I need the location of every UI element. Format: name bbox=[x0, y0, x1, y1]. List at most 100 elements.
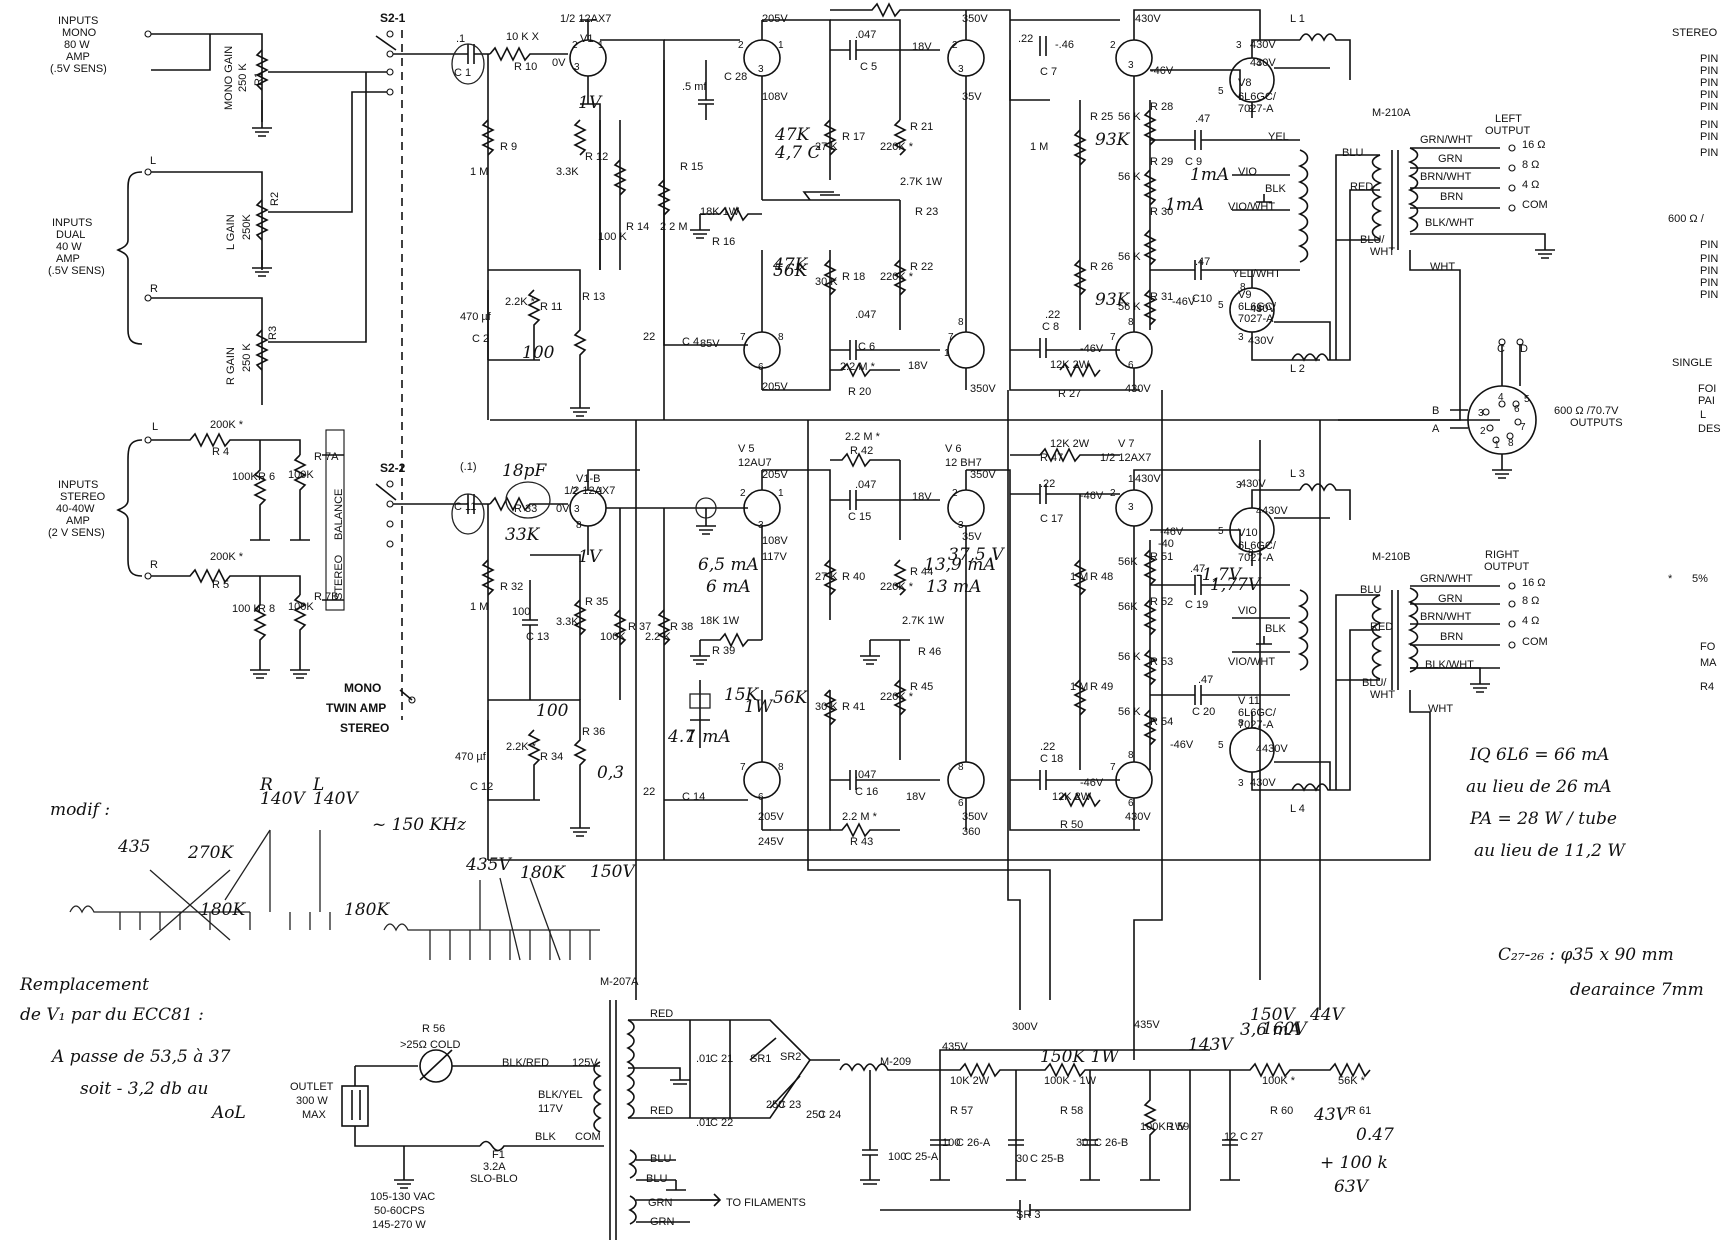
component-label: COM bbox=[1522, 199, 1548, 211]
svg-text:(2 V SENS): (2 V SENS) bbox=[48, 527, 105, 539]
component-label: 1/2 12AX7 bbox=[564, 485, 615, 497]
handwritten-annotation: 270K bbox=[187, 843, 234, 863]
component-label: R 23 bbox=[915, 206, 938, 218]
truncated-note: PIN bbox=[1700, 147, 1718, 159]
truncated-note: R4 bbox=[1700, 681, 1714, 693]
handwritten-annotation: 1,77V bbox=[1210, 575, 1262, 595]
output-socket-600ohm[interactable]: C D B A 4 3 6 2 7 8 1 5 600 Ω /70.7V OUT… bbox=[1432, 338, 1623, 479]
pin-number: 5 bbox=[1218, 740, 1224, 751]
power-supply-label: BLU bbox=[650, 1153, 671, 1165]
component-label: 10 K X bbox=[506, 31, 540, 43]
pin-number: 3 bbox=[958, 520, 964, 531]
component-label: R 18 bbox=[842, 271, 865, 283]
component-label: BLU/ bbox=[1362, 677, 1387, 689]
truncated-note: PIN bbox=[1700, 265, 1718, 277]
handwritten-annotation: 140V bbox=[313, 789, 359, 809]
pin-number: 2 bbox=[740, 488, 746, 499]
right-input-jack[interactable] bbox=[144, 294, 152, 302]
power-supply-label: 145-270 W bbox=[372, 1219, 426, 1231]
component-label: 0V bbox=[552, 57, 566, 69]
component-label: 4 Ω bbox=[1522, 179, 1539, 191]
pin-number: 2 bbox=[738, 40, 744, 51]
pin-number: 7 bbox=[740, 332, 746, 343]
handwritten-annotation: 56K bbox=[773, 688, 809, 708]
component-label: V10 bbox=[1238, 527, 1258, 539]
component-label: 108V bbox=[762, 91, 788, 103]
ground-icon bbox=[1256, 636, 1272, 645]
component-label: R 25 bbox=[1090, 111, 1113, 123]
component-label: BLU bbox=[1342, 147, 1363, 159]
pin-number: 8 bbox=[1128, 317, 1134, 328]
component-label: 2.2K * bbox=[505, 296, 536, 308]
pin-number: 2 bbox=[572, 486, 578, 497]
ground-icon bbox=[252, 250, 272, 277]
pin-number: 3 bbox=[1236, 40, 1242, 51]
handwritten-annotation: dearaince 7mm bbox=[1570, 980, 1704, 1000]
stereo-left-input-jack[interactable] bbox=[144, 436, 152, 444]
svg-text:(.5V SENS): (.5V SENS) bbox=[50, 63, 107, 75]
left-input-jack[interactable] bbox=[144, 168, 152, 176]
handwritten-annotation: 0,3 bbox=[597, 763, 624, 783]
power-supply-label: SR1 bbox=[750, 1053, 771, 1065]
component-label: RED bbox=[1370, 621, 1393, 633]
power-supply-label: 300 W bbox=[296, 1095, 328, 1107]
component-label: C 19 bbox=[1185, 599, 1208, 611]
svg-text:MONO: MONO bbox=[62, 27, 97, 39]
power-supply-label: SR2 bbox=[780, 1051, 801, 1063]
stereo-right-input-jack[interactable] bbox=[144, 572, 152, 580]
component-label: 100K bbox=[600, 631, 626, 643]
svg-text:AMP: AMP bbox=[56, 253, 80, 265]
handwritten-annotation: C₂₇-₂₆ : φ35 x 90 mm bbox=[1498, 945, 1674, 965]
component-label: OUTPUT bbox=[1484, 561, 1530, 573]
pin-number: 8 bbox=[778, 762, 784, 773]
component-label: .047 bbox=[855, 479, 876, 491]
balance-pot[interactable] bbox=[325, 429, 345, 611]
pin-number: 3 bbox=[1236, 480, 1242, 491]
component-label: R 28 bbox=[1150, 101, 1173, 113]
component-label: R 52 bbox=[1150, 596, 1173, 608]
component-label: 1/2 12AX7 bbox=[1100, 452, 1151, 464]
pin-number: 5 bbox=[1218, 86, 1224, 97]
component-label: R 11 bbox=[540, 301, 562, 313]
component-label: R 37 bbox=[628, 621, 651, 633]
mono-gain-pot bbox=[255, 49, 269, 91]
handwritten-annotation: 93K bbox=[1095, 130, 1131, 150]
handwritten-annotation: 180K bbox=[520, 863, 566, 883]
pin-number: 7 bbox=[740, 762, 746, 773]
component-label: 7027-A bbox=[1238, 313, 1274, 325]
component-label: 2.2K * bbox=[506, 741, 537, 753]
component-label: COM bbox=[1522, 636, 1548, 648]
component-label: 1 M bbox=[1070, 681, 1088, 693]
mono-input-jack[interactable] bbox=[144, 30, 152, 38]
pin-number: 8 bbox=[778, 332, 784, 343]
component-label: -.46 bbox=[1055, 39, 1074, 51]
component-label: R 48 bbox=[1090, 571, 1113, 583]
component-label: 430V bbox=[1125, 383, 1151, 395]
component-label: .47 bbox=[1195, 113, 1210, 125]
component-label: C 8 bbox=[1042, 321, 1059, 333]
component-label: -46V bbox=[1172, 296, 1196, 308]
svg-text:TWIN AMP: TWIN AMP bbox=[326, 701, 386, 715]
handwritten-annotation: 100 bbox=[522, 343, 555, 363]
power-supply-label: 30 bbox=[1016, 1153, 1028, 1165]
handwritten-annotation: 1mA bbox=[1190, 165, 1229, 185]
svg-text:2: 2 bbox=[1480, 426, 1486, 437]
choke-m209 bbox=[839, 1063, 940, 1072]
component-label: 1 M bbox=[1030, 141, 1048, 153]
truncated-note: DES bbox=[1698, 423, 1721, 435]
power-supply-label: R 57 bbox=[950, 1105, 973, 1117]
component-label: 430V bbox=[1135, 473, 1161, 485]
svg-text:R3: R3 bbox=[267, 326, 279, 340]
component-label: 30 K bbox=[815, 701, 838, 713]
component-label: 430V bbox=[1262, 505, 1288, 517]
handwritten-annotation: 44V bbox=[1309, 1005, 1346, 1025]
component-label: 35V bbox=[962, 531, 982, 543]
handwritten-annotation: 1mA bbox=[1165, 195, 1204, 215]
component-label: R 7A bbox=[314, 451, 339, 463]
svg-text:L: L bbox=[152, 421, 158, 433]
power-supply-label: R 56 bbox=[422, 1023, 445, 1035]
truncated-note: PAI bbox=[1698, 395, 1715, 407]
selector-switch-s2[interactable]: S2-1 S2-2 MONO TWIN AMP STEREO bbox=[286, 11, 460, 735]
outlet[interactable] bbox=[341, 1085, 369, 1127]
component-label: 18K 1W bbox=[700, 615, 740, 627]
